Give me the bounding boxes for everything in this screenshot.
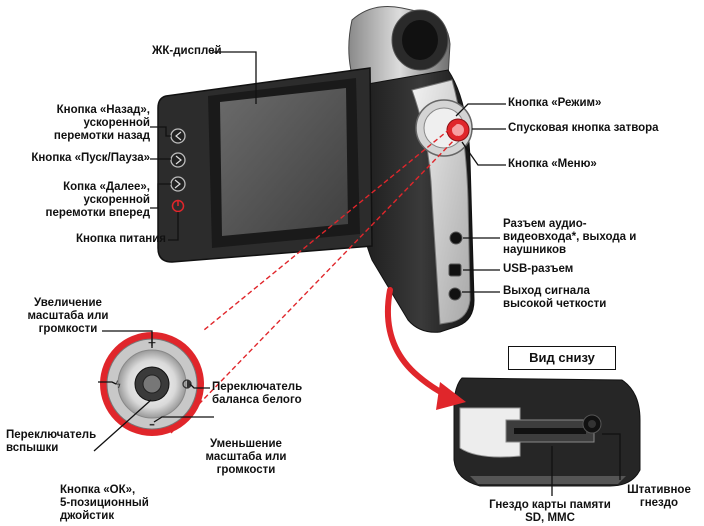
flash-label: Переключатель вспышки bbox=[6, 429, 96, 455]
zoom-out-label-line2: масштаба или bbox=[205, 451, 287, 463]
back-button-label-line3: перемотки назад bbox=[53, 130, 150, 142]
av-jack-label-line3: наушников bbox=[503, 244, 567, 256]
next-button-label: Копка «Далее», ускоренной перемотки впер… bbox=[6, 181, 151, 220]
zoom-in-label: Увеличение масштаба или громкости bbox=[18, 297, 118, 336]
lcd-label: ЖК-дисплей bbox=[152, 45, 222, 57]
hd-out-label-line2: высокой четкости bbox=[503, 298, 607, 310]
next-button-label-line2: ускоренной bbox=[83, 194, 150, 206]
flash-label-line1: Переключатель bbox=[6, 429, 97, 441]
shutter-button-label: Спусковая кнопка затвора bbox=[508, 122, 659, 134]
closeup-pointer-lines bbox=[169, 123, 459, 435]
mode-button-label: Кнопка «Режим» bbox=[508, 97, 602, 109]
ok-button-label: Кнопка «ОК», 5-позиционный джойстик bbox=[60, 484, 149, 523]
zoom-out-label: Уменьшение масштаба или громкости bbox=[200, 438, 292, 477]
hd-out-label-line1: Выход сигнала bbox=[503, 285, 590, 297]
back-button-label-line2: ускоренной bbox=[83, 117, 150, 129]
play-pause-button-label: Кнопка «Пуск/Пауза» bbox=[31, 152, 150, 164]
white-balance-label: Переключатель баланса белого bbox=[212, 381, 302, 407]
zoom-in-label-line3: громкости bbox=[38, 323, 98, 335]
next-button-label-line3: перемотки вперед bbox=[45, 207, 151, 219]
flash-label-line2: вспышки bbox=[6, 442, 59, 454]
zoom-in-label-line1: Увеличение bbox=[34, 297, 102, 309]
tripod-socket-label-line1: Штативное bbox=[627, 484, 691, 496]
usb-port-label: USB-разъем bbox=[503, 263, 574, 275]
av-jack-label: Разъем аудио- видеовхода*, выхода и науш… bbox=[503, 218, 636, 257]
next-button-label-line1: Копка «Далее», bbox=[63, 181, 150, 193]
ok-button-label-line2: 5-позиционный bbox=[60, 497, 149, 509]
hd-out-label: Выход сигнала высокой четкости bbox=[503, 285, 606, 311]
card-slot-label: Гнездо карты памяти SD, MMC bbox=[470, 499, 630, 525]
white-balance-label-line2: баланса белого bbox=[212, 394, 302, 406]
bottom-view-arrow bbox=[384, 287, 466, 410]
tripod-socket-label-line2: гнездо bbox=[639, 497, 679, 509]
back-button-label-line1: Кнопка «Назад», bbox=[56, 104, 150, 116]
menu-button-label: Кнопка «Меню» bbox=[508, 158, 597, 170]
white-balance-label-line1: Переключатель bbox=[212, 381, 303, 393]
av-jack-label-line2: видеовхода*, выхода и bbox=[503, 231, 637, 243]
power-button-label: Кнопка питания bbox=[75, 233, 166, 245]
zoom-out-label-line3: громкости bbox=[216, 464, 276, 476]
svg-text:–: – bbox=[149, 417, 155, 431]
bottom-view-title: Вид снизу bbox=[508, 346, 616, 370]
leader-lines bbox=[93, 51, 621, 496]
ok-button-label-line1: Кнопка «ОК», bbox=[60, 484, 136, 496]
av-jack-label-line1: Разъем аудио- bbox=[503, 218, 587, 230]
card-slot-label-line2: SD, MMC bbox=[525, 512, 575, 524]
svg-text:ϟ: ϟ bbox=[115, 380, 122, 391]
ok-button-label-line3: джойстик bbox=[60, 510, 115, 522]
camcorder-body bbox=[157, 6, 475, 333]
back-button-label: Кнопка «Назад», ускоренной перемотки наз… bbox=[6, 104, 150, 143]
card-slot-label-line1: Гнездо карты памяти bbox=[489, 499, 611, 511]
tripod-socket-label: Штативное гнездо bbox=[616, 484, 702, 510]
joystick-closeup: + – ϟ bbox=[100, 332, 204, 436]
zoom-in-label-line2: масштаба или bbox=[27, 310, 109, 322]
zoom-out-label-line1: Уменьшение bbox=[210, 438, 282, 450]
bottom-view-art bbox=[453, 377, 641, 487]
